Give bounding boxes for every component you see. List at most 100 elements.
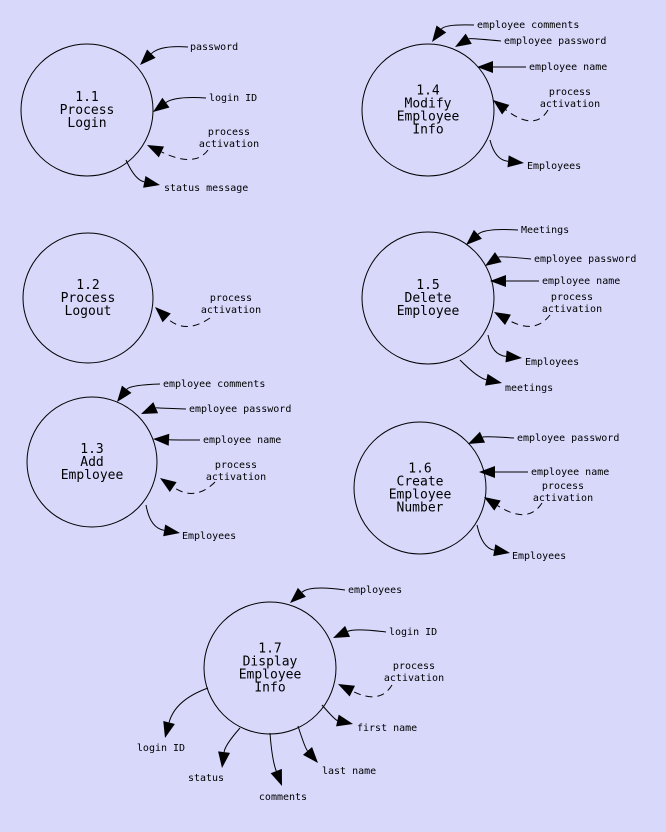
- process-name: Logout: [65, 304, 112, 319]
- flow-line: [172, 481, 216, 494]
- process-circle: [361, 43, 495, 177]
- flow-label: password: [190, 42, 238, 53]
- arrowhead-icon: [494, 312, 511, 326]
- flow-line: [476, 524, 495, 551]
- data-flow: login ID: [153, 93, 257, 112]
- flow-label: activation: [201, 305, 261, 316]
- arrowhead-icon: [270, 768, 282, 786]
- process-name: Info: [254, 681, 285, 696]
- flow-label: login ID: [209, 93, 257, 104]
- data-flow: employee name: [477, 61, 607, 73]
- flow-line: [498, 256, 532, 260]
- arrowhead-icon: [153, 97, 170, 112]
- process-number: 1.2: [76, 278, 99, 293]
- flow-line: [505, 109, 549, 122]
- arrowhead-icon: [141, 402, 159, 414]
- data-flow: Employees: [489, 139, 581, 172]
- flow-line: [161, 149, 209, 160]
- arrowhead-icon: [466, 229, 482, 245]
- flow-label: Meetings: [521, 225, 569, 236]
- process-number: 1.1: [75, 90, 98, 105]
- arrowhead-icon: [490, 275, 506, 287]
- arrowhead-icon: [484, 497, 501, 511]
- arrowhead-icon: [163, 524, 180, 537]
- data-flow: first name: [321, 704, 417, 734]
- flow-label: process: [208, 127, 250, 138]
- flow-line: [269, 732, 277, 772]
- arrowhead-icon: [117, 385, 132, 402]
- flow-label: status message: [164, 183, 248, 194]
- data-flow: last name: [297, 725, 376, 777]
- flow-label: meetings: [505, 383, 553, 394]
- flow-line: [223, 727, 241, 753]
- process-name: Employee: [389, 488, 452, 503]
- data-flow: Meetings: [466, 225, 569, 245]
- flow-label: employee password: [189, 404, 291, 415]
- flow-label: process: [393, 661, 435, 672]
- flow-label: employee comments: [163, 379, 265, 390]
- flow-label: first name: [357, 723, 417, 734]
- data-flow: employee comments: [432, 20, 579, 42]
- data-flow: status message: [125, 159, 248, 194]
- data-flow: meetings: [459, 359, 553, 394]
- data-flow: employee comments: [117, 379, 265, 402]
- process-number: 1.5: [416, 278, 439, 293]
- flow-label: Employees: [512, 551, 566, 562]
- flow-label: process: [549, 87, 591, 98]
- flow-label: process: [542, 481, 584, 492]
- flow-label: activation: [542, 304, 602, 315]
- data-flow: employee password: [468, 431, 619, 444]
- process-circle: [361, 231, 495, 365]
- flow-line: [301, 587, 346, 593]
- process-name: Employee: [61, 468, 124, 483]
- arrowhead-icon: [155, 307, 171, 323]
- flow-line: [477, 229, 519, 235]
- data-flow: Employees: [487, 334, 579, 368]
- flow-line: [297, 725, 308, 752]
- flow-label: activation: [384, 673, 444, 684]
- flow-line: [497, 502, 543, 516]
- flow-label: employee name: [531, 467, 609, 478]
- data-flow: login ID: [333, 625, 437, 638]
- arrowhead-icon: [302, 746, 318, 763]
- flow-line: [168, 687, 209, 723]
- process-number: 1.6: [408, 462, 431, 477]
- flow-label: activation: [533, 493, 593, 504]
- process-name: Employee: [397, 304, 460, 319]
- arrowhead-icon: [493, 544, 510, 557]
- arrowhead-icon: [493, 100, 510, 115]
- process-name: Display: [243, 655, 298, 670]
- arrowhead-icon: [140, 49, 156, 65]
- process-circle: [20, 43, 154, 177]
- process-name: Login: [67, 116, 106, 131]
- arrowhead-icon: [505, 350, 522, 363]
- flow-label: Employees: [527, 161, 581, 172]
- arrowhead-icon: [455, 33, 472, 47]
- flow-label: employee name: [529, 62, 607, 73]
- flow-line: [126, 383, 161, 390]
- process-number: 1.7: [258, 642, 281, 657]
- flow-label: Employees: [525, 357, 579, 368]
- process-circle: [22, 232, 154, 364]
- flow-label: process: [215, 460, 257, 471]
- process-circle: [26, 396, 158, 528]
- flow-label: employees: [348, 585, 402, 596]
- process-name: Create: [397, 475, 444, 490]
- data-flow: employee name: [490, 275, 620, 287]
- data-flow: comments: [259, 732, 307, 803]
- flow-line: [347, 629, 387, 633]
- data-flow: employee password: [141, 402, 291, 415]
- arrowhead-icon: [507, 155, 524, 168]
- flow-line: [145, 504, 165, 531]
